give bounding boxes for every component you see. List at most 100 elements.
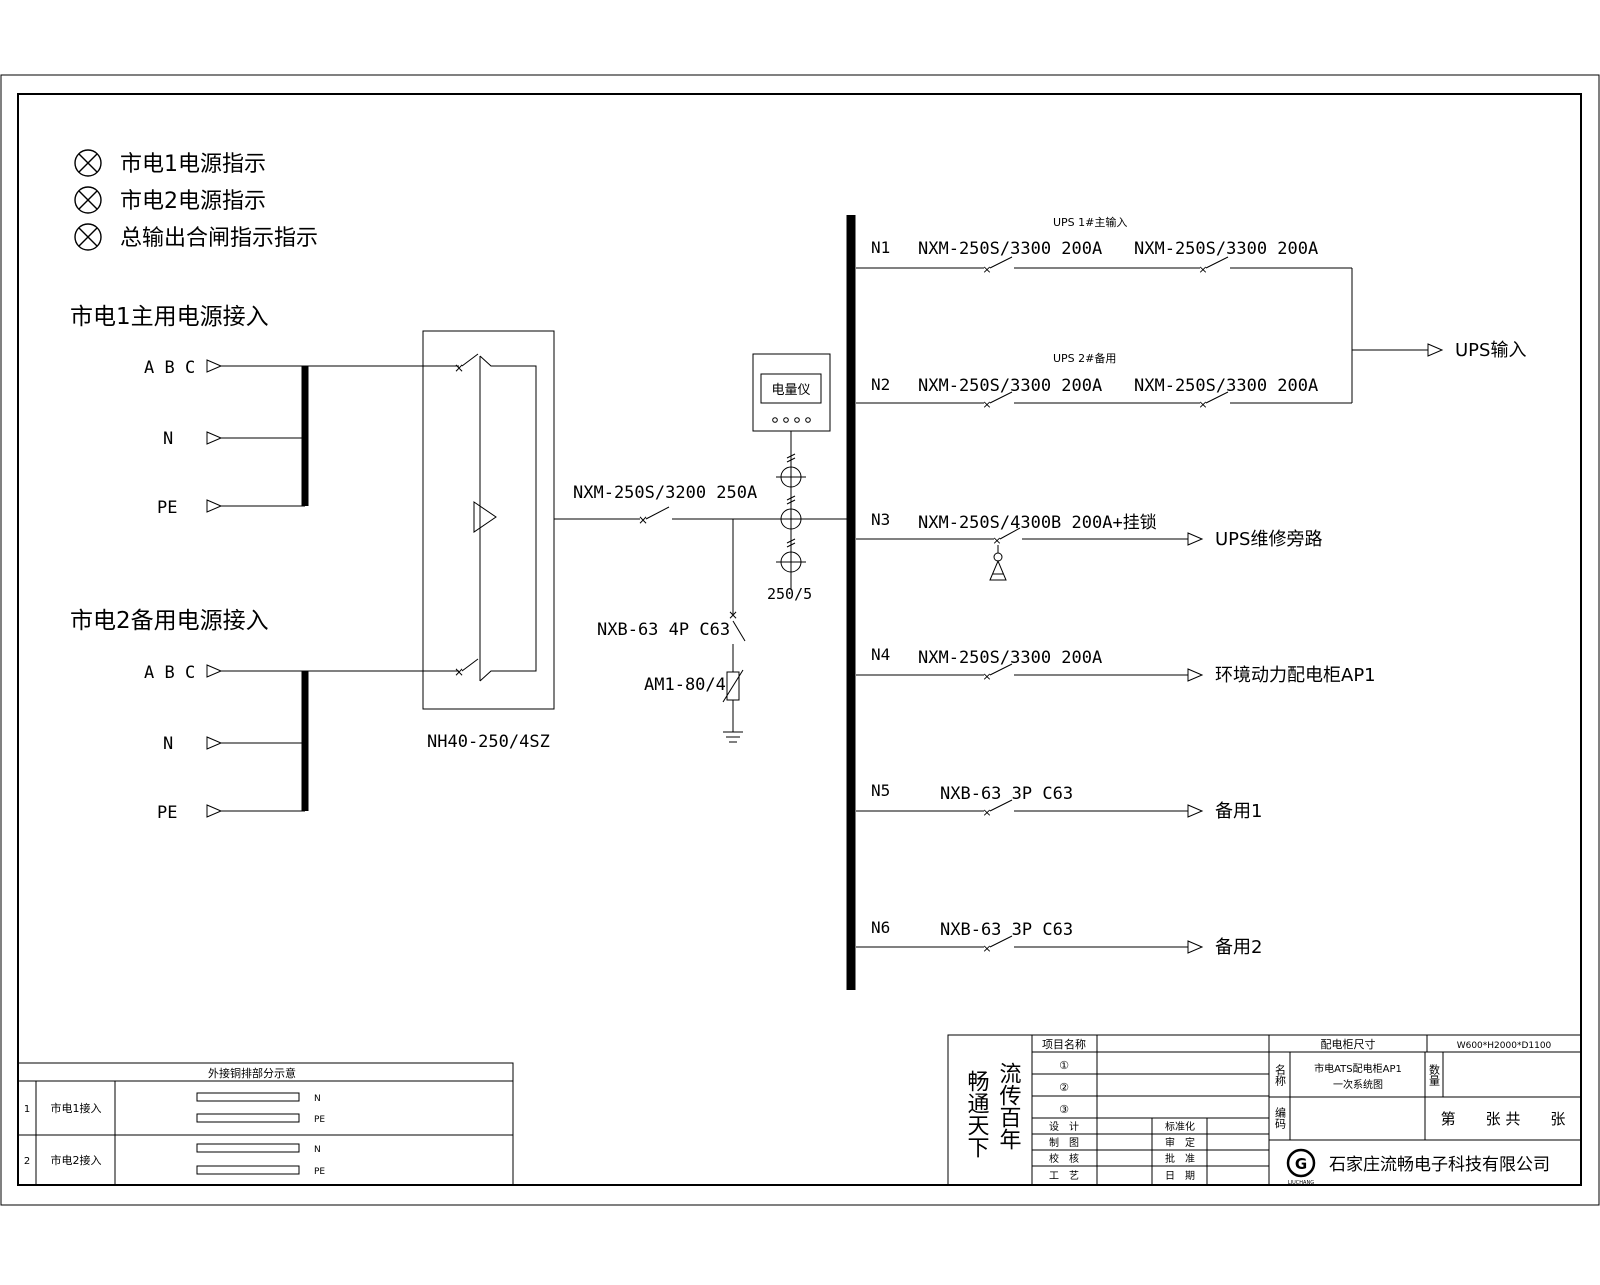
feeder-note: UPS 1#主输入 [1053, 215, 1127, 229]
svg-text:×: × [728, 608, 738, 622]
name-label: 名称 [1274, 1063, 1287, 1087]
terminal-arrow-icon [206, 499, 223, 513]
svg-text:×: × [982, 806, 991, 819]
cabinet-size-label: 配电柜尺寸 [1321, 1037, 1376, 1051]
breaker-label: NXM-250S/3300 200A [918, 376, 1102, 396]
feeder-n6: N6 NXB-63 3P C63 × 备用2 [856, 918, 1262, 958]
output-arrow-icon [1187, 940, 1204, 954]
ats-direction-icon [473, 501, 497, 533]
svg-text:×: × [1198, 398, 1207, 411]
svg-text:×: × [638, 513, 648, 527]
table-row-no: 1 [24, 1104, 30, 1115]
source-2-abc-label: A B C [144, 663, 195, 683]
source-1-pe-label: PE [157, 498, 177, 518]
indicator-lamp-icon [74, 186, 102, 214]
role-process: 工 艺 [1049, 1170, 1079, 1182]
title-block: 流传百年 畅通天下 项目名称 ① ② ③ 设 计 制 图 校 核 工 艺 标准化… [947, 1034, 1582, 1186]
feeder-destination: UPS维修旁路 [1215, 529, 1322, 550]
legend-item-2: 市电2电源指示 [120, 189, 266, 214]
feeder-n2: N2 NXM-250S/3300 200A NXM-250S/3300 200A… [856, 351, 1352, 411]
output-arrow-icon [1427, 343, 1444, 357]
main-breaker: × NXM-250S/3200 250A [554, 483, 848, 527]
busbar-icon [196, 1113, 300, 1123]
feeder-id: N6 [871, 918, 890, 937]
breaker-label: NXM-250S/3300 200A [918, 648, 1102, 668]
table-row-no: 2 [24, 1156, 30, 1167]
role-check: 校 核 [1049, 1152, 1079, 1165]
main-breaker-label: NXM-250S/3200 250A [573, 483, 757, 503]
feeder-note: UPS 2#备用 [1053, 351, 1116, 365]
feeder-id: N5 [871, 781, 890, 800]
breaker-label: NXM-250S/3300 200A [1134, 239, 1318, 259]
feeder-n1: N1 NXM-250S/3300 200A NXM-250S/3300 200A… [856, 215, 1352, 276]
busbar-icon [196, 1092, 300, 1102]
slogan: 流传百年 畅通天下 [964, 1062, 1022, 1158]
breaker-label: NXB-63 3P C63 [940, 784, 1073, 804]
source-1-title: 市电1主用电源接入 [70, 304, 269, 330]
power-meter: 电量仪 250/5 [752, 353, 831, 603]
source-1-abc-label: A B C [144, 358, 195, 378]
table-row-name: 市电1接入 [51, 1101, 102, 1115]
source-1-n-label: N [163, 429, 173, 449]
slogan-col2: 流传百年 [996, 1062, 1022, 1150]
outer-frame [0, 74, 1600, 1206]
role-approve: 批 准 [1165, 1152, 1195, 1165]
busbar-label: N [314, 1145, 321, 1155]
svg-text:×: × [454, 361, 464, 375]
indicator-lamp-icon [74, 223, 102, 251]
busbar-label: PE [314, 1115, 325, 1125]
drawing-name-line2: 一次系统图 [1333, 1078, 1383, 1091]
terminal-arrow-icon [206, 431, 223, 445]
svg-text:×: × [982, 670, 991, 683]
breaker-label: NXM-250S/4300B 200A+挂锁 [918, 513, 1157, 533]
qty-label: 数量 [1428, 1064, 1441, 1086]
role-drafting: 制 图 [1049, 1136, 1079, 1149]
svg-text:×: × [1198, 263, 1207, 276]
output-arrow-icon [1187, 532, 1204, 546]
role-review: 审 定 [1165, 1136, 1195, 1149]
company-logo-icon: G LIUCHANG [1286, 1148, 1316, 1186]
busbar-label: N [314, 1094, 321, 1104]
source-2-n-label: N [163, 734, 173, 754]
ct-ratio-label: 250/5 [767, 585, 812, 603]
svg-text:×: × [982, 398, 991, 411]
cabinet-size-value: W600*H2000*D1100 [1457, 1041, 1552, 1051]
busbar-icon [196, 1165, 300, 1175]
breaker-label: NXM-250S/3300 200A [1134, 376, 1318, 396]
svg-text:×: × [982, 942, 991, 955]
feeder-id: N3 [871, 510, 890, 529]
busbar-table-title: 外接铜排部分示意 [208, 1066, 296, 1080]
svg-text:×: × [992, 534, 1001, 547]
feeder-destination: 备用1 [1215, 801, 1262, 822]
role-date: 日 期 [1165, 1170, 1195, 1182]
code-label: 编码 [1274, 1106, 1287, 1130]
source-2-pe-label: PE [157, 803, 177, 823]
spd-breaker-label: NXB-63 4P C63 [597, 620, 730, 640]
terminal-arrow-icon [206, 359, 223, 373]
legend: 市电1电源指示 市电2电源指示 总输出合闸指示指示 [74, 149, 318, 251]
ats-label: NH40-250/4SZ [427, 732, 550, 752]
table-row-name: 市电2接入 [51, 1153, 102, 1167]
current-transformer-icon [780, 495, 802, 530]
legend-item-1: 市电1电源指示 [120, 152, 266, 177]
drawing-name-line1: 市电ATS配电柜AP1 [1314, 1062, 1402, 1075]
busbar-table: 外接铜排部分示意 1 市电1接入 N PE 2 市电2接入 N PE [17, 1062, 514, 1186]
feeder-n5: N5 NXB-63 3P C63 × 备用1 [856, 781, 1262, 822]
busbar-label: PE [314, 1167, 325, 1177]
svg-text:G: G [1295, 1155, 1307, 1173]
output-arrow-icon [1187, 668, 1204, 682]
breaker-label: NXB-63 3P C63 [940, 920, 1073, 940]
inner-frame [17, 93, 1582, 1186]
role-standard: 标准化 [1165, 1120, 1195, 1133]
project-item-2: ② [1059, 1081, 1069, 1094]
source-2-group: 市电2备用电源接入 A B C N PE [70, 608, 459, 823]
terminal-arrow-icon [206, 664, 223, 678]
ats-switch: × × NH40-250/4SZ [422, 330, 555, 752]
feeder-destination: 备用2 [1215, 937, 1262, 958]
feeder-n3: N3 NXM-250S/4300B 200A+挂锁 × UPS维修旁路 [856, 510, 1322, 581]
ups-output: UPS输入 [1351, 268, 1526, 403]
source-1-group: 市电1主用电源接入 A B C N PE [70, 304, 459, 518]
source-2-title: 市电2备用电源接入 [70, 608, 269, 634]
